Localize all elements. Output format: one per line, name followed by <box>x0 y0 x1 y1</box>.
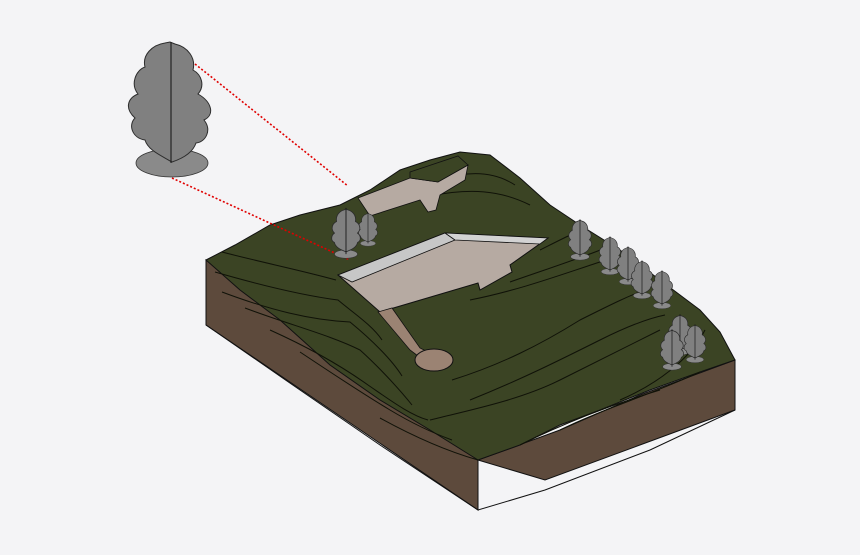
tree-callout-icon <box>127 41 212 178</box>
contour-lines <box>214 173 706 461</box>
pad-retaining-wall-side <box>443 232 550 245</box>
soil-edge-line <box>205 324 736 511</box>
callout-line-bottom <box>171 177 351 261</box>
road-curb <box>409 155 469 183</box>
circular-plaza <box>414 348 454 372</box>
callout-line-top <box>169 43 349 187</box>
